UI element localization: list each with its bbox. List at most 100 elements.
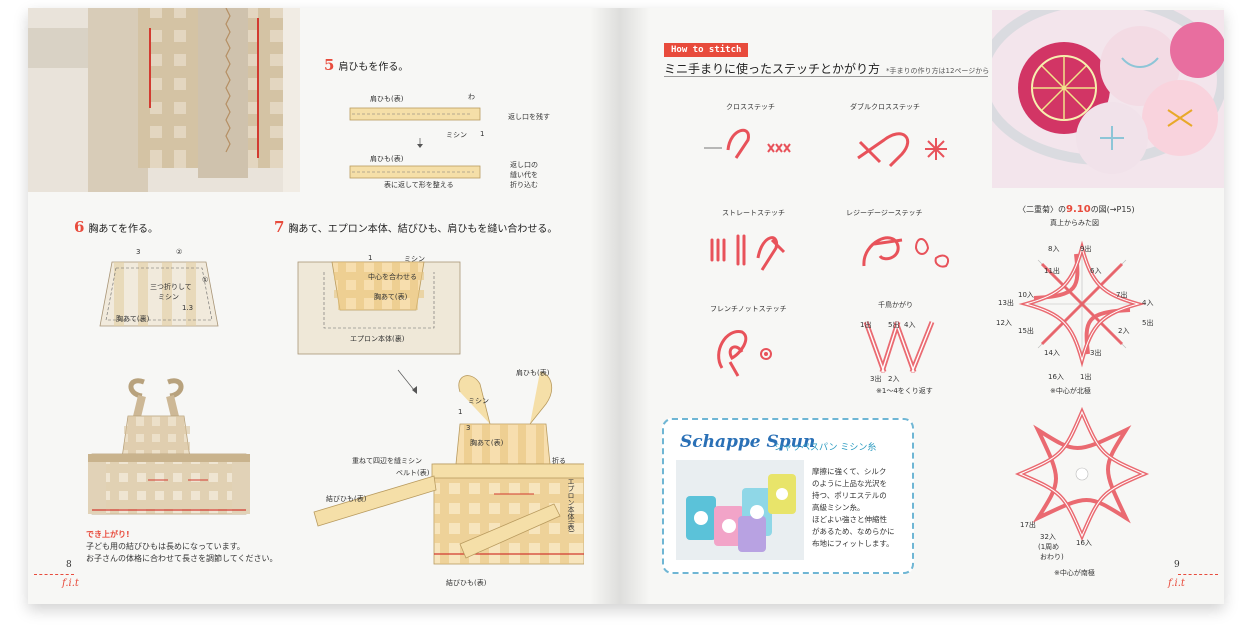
diag-first-round-1: (1周め bbox=[1038, 543, 1060, 551]
stitch-label-straight: ストレートステッチ bbox=[722, 209, 785, 217]
step7-bib-front: 胸あて(表) bbox=[374, 293, 408, 301]
step6-one-three: 1.3 bbox=[182, 304, 194, 312]
step7-sewing: ミシン bbox=[404, 255, 425, 263]
step7-one: 1 bbox=[368, 254, 373, 262]
temari-jar-photo bbox=[992, 10, 1224, 188]
lazy-daisy-stitch-diagram bbox=[862, 236, 950, 268]
french-knot-diagram bbox=[717, 330, 772, 377]
product-description: 摩擦に強くて、シルク のように上品な光沢を 持つ、ポリエステルの 高級ミシン糸。… bbox=[812, 467, 895, 548]
step7-three: 3 bbox=[466, 424, 471, 432]
step7-sewing2: ミシン bbox=[468, 397, 489, 405]
step7-align-center: 中心を合わせる bbox=[368, 273, 417, 281]
right-page: How to stitch ミニ手まりに使ったステッチとかがり方*手まりの作り方… bbox=[620, 8, 1224, 604]
stitch-label-chidori: 千鳥かがり bbox=[878, 301, 913, 309]
diag-9out: 9出 bbox=[1080, 245, 1092, 253]
gutter-shadow-left bbox=[590, 8, 620, 604]
apron-photo bbox=[28, 8, 300, 192]
step6-circle1: ① bbox=[202, 276, 209, 284]
step6-bib-back: 胸あて(裏) bbox=[116, 315, 150, 323]
straight-stitch-diagram bbox=[710, 234, 786, 271]
chidori-5out: 5出 bbox=[888, 321, 900, 329]
diag-14in: 14入 bbox=[1044, 349, 1060, 357]
step5-shoulder-front: 肩ひも(表) bbox=[370, 155, 404, 163]
step7-overlap-sew: 重ねて四辺を縫ミシン bbox=[352, 457, 422, 465]
diag-11out: 11出 bbox=[1044, 267, 1060, 275]
step5-fold-in-3: 折り込む bbox=[510, 181, 538, 189]
stitch-section-title: ミニ手まりに使ったステッチとかがり方*手まりの作り方は12ページから bbox=[664, 62, 990, 76]
title-rule bbox=[664, 76, 988, 77]
stitch-label-cross: クロスステッチ bbox=[726, 103, 775, 111]
step5-return-opening: 返し口を残す bbox=[508, 113, 550, 121]
step5-diagram bbox=[349, 107, 481, 179]
diag-10in: 10入 bbox=[1018, 291, 1034, 299]
chidori-2in: 2入 bbox=[888, 375, 900, 383]
step6-fold3: 三つ折りして bbox=[150, 283, 192, 291]
step6-three: 3 bbox=[136, 248, 141, 256]
double-cross-stitch-diagram bbox=[857, 132, 947, 168]
diag-2in: 2入 bbox=[1118, 327, 1130, 335]
page-number-left: 8 bbox=[66, 560, 72, 570]
diag-6in: 6入 bbox=[1090, 267, 1102, 275]
folio-rule-right bbox=[1178, 574, 1218, 575]
step5-sewing: ミシン bbox=[446, 131, 467, 139]
step7-apron-front: エプロン本体(表) bbox=[567, 478, 575, 533]
step5-fold-in-1: 返し口の bbox=[510, 161, 538, 169]
diag-4in: 4入 bbox=[1142, 299, 1154, 307]
diag-12in: 12入 bbox=[996, 319, 1012, 327]
diag-south-note: ※中心が南極 bbox=[1054, 569, 1095, 577]
fit-logo-left: f.i.t bbox=[62, 578, 79, 589]
step7-belt-front: ベルト(表) bbox=[396, 469, 430, 477]
kiku-diagram-caption: 〈二重菊〉の9.10の図(→P15) bbox=[1018, 204, 1135, 215]
stitch-label-double-cross: ダブルクロスステッチ bbox=[850, 103, 920, 111]
diag-16in-lower: 16入 bbox=[1076, 539, 1092, 547]
kiku-diagram-subtitle: 真上からみた図 bbox=[1050, 219, 1099, 227]
diag-5out: 5出 bbox=[1142, 319, 1154, 327]
step7-bib-front2: 胸あて(表) bbox=[470, 439, 504, 447]
chidori-diagram bbox=[863, 321, 935, 373]
step5-wa: わ bbox=[468, 93, 475, 101]
diag-32in: 32入 bbox=[1040, 533, 1056, 541]
finished-title: でき上がり! bbox=[86, 530, 130, 539]
brand-logo: Schappe Spun bbox=[680, 432, 816, 452]
chidori-repeat-note: ※1〜4をくり返す bbox=[876, 387, 933, 395]
step6-diagram bbox=[99, 261, 219, 327]
step7-diagram-b bbox=[313, 369, 584, 565]
step5-one: 1 bbox=[480, 130, 485, 138]
diag-15out: 15出 bbox=[1018, 327, 1034, 335]
step7-diagram-a bbox=[297, 261, 461, 355]
diag-17out: 17出 bbox=[1020, 521, 1036, 529]
step6-sewing: ミシン bbox=[158, 293, 179, 301]
fit-logo-right: f.i.t bbox=[1168, 578, 1185, 589]
step5-shoulder-back: 肩ひも(表) bbox=[370, 95, 404, 103]
diag-7out: 7出 bbox=[1116, 291, 1128, 299]
step5-fold-in-2: 縫い代を bbox=[510, 171, 538, 179]
chidori-3out: 3出 bbox=[870, 375, 882, 383]
stitch-label-lazy-daisy: レジーデージーステッチ bbox=[846, 209, 923, 217]
chidori-4in: 4入 bbox=[904, 321, 916, 329]
step7-tie-front: 結びひも(表) bbox=[326, 495, 367, 503]
step7-shoulder-front: 肩ひも(表) bbox=[516, 369, 550, 377]
stitch-label-french-knot: フレンチノットステッチ bbox=[710, 305, 787, 313]
cross-stitch-diagram bbox=[704, 128, 791, 159]
diag-first-round-2: おわり) bbox=[1040, 553, 1064, 561]
page-number-right: 9 bbox=[1174, 560, 1180, 570]
diag-north-note: ※中心が北極 bbox=[1050, 387, 1091, 395]
how-to-stitch-tag: How to stitch bbox=[664, 43, 749, 57]
diag-1out: 1出 bbox=[1080, 373, 1092, 381]
apron-illustration bbox=[88, 378, 250, 515]
finished-text: 子ども用の結びひもは長めになっています。 お子さんの体格に合わせて長さを調節して… bbox=[86, 542, 278, 563]
step7-one2: 1 bbox=[458, 408, 463, 416]
brand-subtitle: シャッペスパン ミシン糸 bbox=[774, 443, 877, 453]
diag-8in: 8入 bbox=[1048, 245, 1060, 253]
folio-rule-left bbox=[34, 574, 74, 575]
step7-apron-back: エプロン本体(裏) bbox=[350, 335, 405, 343]
step6-circle2: ② bbox=[176, 248, 183, 256]
schappe-spun-box: Schappe Spun シャッペスパン ミシン糸 摩擦に強くて、シルク のよう… bbox=[662, 418, 914, 574]
diag-16in: 16入 bbox=[1048, 373, 1064, 381]
chidori-1out: 1出 bbox=[860, 321, 872, 329]
kiku-north-diagram bbox=[1018, 240, 1146, 368]
diag-13out: 13出 bbox=[998, 299, 1014, 307]
